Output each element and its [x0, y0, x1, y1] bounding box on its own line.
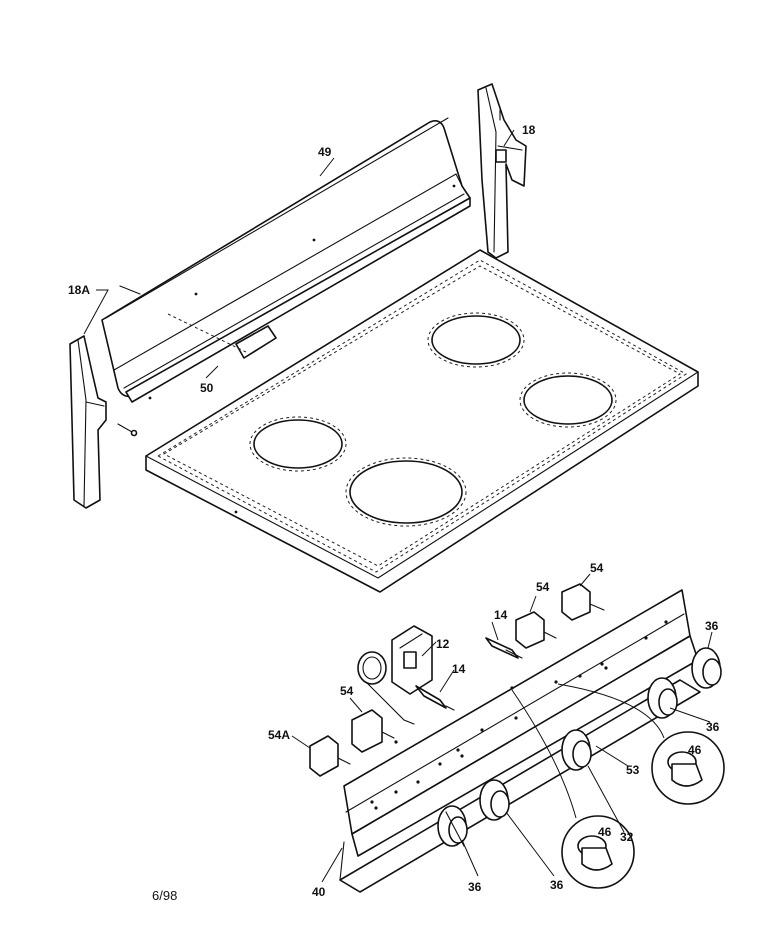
control-panel [339, 589, 701, 893]
switch-block-3 [351, 709, 395, 753]
callout-14-lower: 14 [452, 662, 466, 676]
callout-14-upper: 14 [494, 608, 508, 622]
end-cap-left [69, 335, 138, 509]
element-opening-front-left [249, 416, 347, 472]
callout-54-right: 54 [590, 561, 604, 575]
infinite-switch [357, 625, 433, 725]
knob-1 [437, 805, 468, 847]
callout-40: 40 [312, 885, 326, 899]
callout-54a: 54A [268, 728, 290, 742]
element-piece-14-lower [415, 685, 455, 711]
knob-5 [691, 647, 722, 689]
callout-18: 18 [522, 123, 536, 137]
switch-block-1 [561, 583, 605, 621]
callout-36-middle: 36 [706, 720, 720, 734]
knob-detail-upper [651, 731, 725, 805]
date-code: 6/98 [152, 888, 177, 903]
cooktop [145, 249, 699, 593]
callout-53: 53 [626, 763, 640, 777]
element-opening-rear-right [519, 372, 617, 428]
callout-18a: 18A [68, 283, 90, 297]
panel-holes [370, 620, 668, 810]
knob-detail-lower [561, 815, 635, 889]
callout-12: 12 [436, 637, 450, 651]
knob-4 [647, 677, 678, 719]
callout-36-left: 36 [468, 880, 482, 894]
end-cap-right [477, 83, 527, 259]
element-opening-front-center [345, 457, 467, 527]
callout-labels: 49 18 18A 50 14 12 14 54 54 54 54A 36 36… [68, 123, 720, 899]
callout-36-center: 36 [550, 878, 564, 892]
callout-54-center: 54 [536, 580, 550, 594]
knob-3 [561, 729, 592, 771]
leader-lines [83, 129, 713, 883]
element-piece-14-upper [485, 637, 523, 659]
backguard-panel [101, 117, 471, 403]
switch-block-4 [309, 735, 351, 777]
callout-36-right: 36 [705, 619, 719, 633]
callout-46-lower: 46 [598, 825, 612, 839]
switch-block-2 [515, 611, 557, 649]
callout-49: 49 [318, 145, 332, 159]
callout-50: 50 [200, 381, 214, 395]
callout-46-upper: 46 [688, 743, 702, 757]
knob-2 [479, 779, 510, 821]
callout-32: 32 [620, 830, 634, 844]
callout-54-left: 54 [340, 684, 354, 698]
element-opening-rear-left [427, 312, 525, 368]
